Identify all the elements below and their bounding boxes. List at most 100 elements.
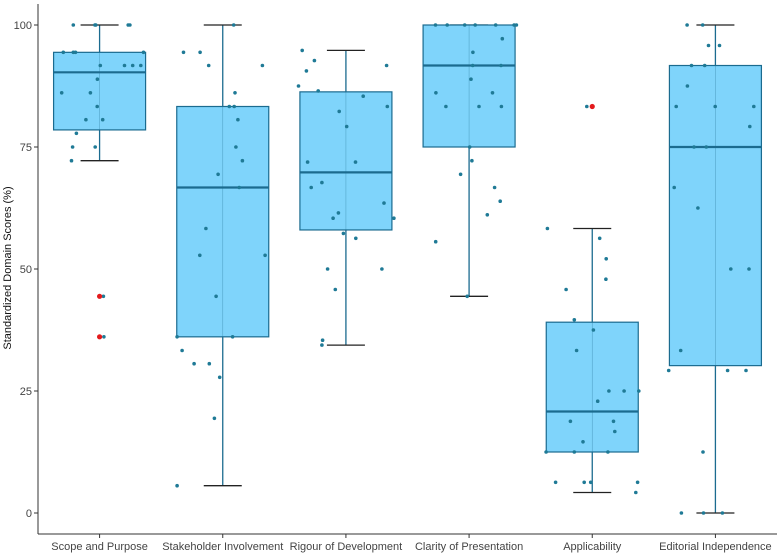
data-point — [94, 23, 98, 27]
data-point — [717, 43, 722, 48]
data-point — [61, 50, 66, 55]
data-point — [234, 145, 238, 149]
data-point — [300, 48, 305, 53]
box-group — [422, 23, 519, 299]
data-point — [637, 389, 641, 393]
data-point — [572, 450, 577, 454]
data-point — [706, 43, 711, 48]
data-point — [175, 483, 179, 488]
data-point — [622, 389, 626, 393]
data-point — [384, 63, 389, 68]
data-point — [470, 63, 475, 68]
box — [176, 105, 270, 338]
data-point — [748, 124, 752, 129]
data-point — [634, 490, 638, 495]
data-point — [477, 104, 481, 109]
data-point — [230, 335, 235, 339]
data-point — [260, 63, 265, 68]
data-point — [354, 236, 358, 241]
box-group — [544, 103, 641, 495]
data-point — [568, 419, 573, 424]
data-point — [500, 36, 505, 41]
data-point — [207, 361, 212, 366]
data-point — [192, 361, 196, 366]
data-point — [588, 480, 593, 485]
x-tick-label: Scope and Purpose — [51, 541, 148, 553]
data-point — [564, 287, 568, 292]
data-point — [604, 257, 608, 261]
data-point — [216, 172, 220, 177]
data-point — [296, 84, 301, 88]
box-group — [52, 23, 147, 340]
data-point — [434, 91, 438, 95]
data-point — [333, 287, 338, 292]
data-point — [544, 450, 548, 454]
box — [422, 24, 516, 148]
data-point — [666, 368, 671, 373]
data-point — [331, 216, 335, 220]
data-point — [102, 335, 106, 339]
outlier-point — [96, 334, 103, 340]
data-point — [704, 145, 709, 149]
data-point — [485, 213, 490, 217]
data-point — [59, 91, 64, 95]
data-point — [233, 91, 237, 95]
data-point — [604, 277, 608, 282]
x-tick-label: Editorial Independence — [659, 541, 772, 553]
data-point — [582, 480, 586, 485]
data-point — [341, 231, 346, 236]
data-point — [74, 131, 79, 136]
outlier-point — [589, 103, 595, 110]
data-point — [611, 419, 616, 424]
data-point — [685, 84, 690, 88]
data-point — [237, 185, 241, 190]
data-point — [713, 104, 717, 109]
box — [545, 321, 639, 453]
data-point — [175, 335, 179, 339]
data-point — [232, 104, 236, 109]
data-point — [458, 172, 463, 177]
data-point — [493, 23, 498, 27]
data-point — [320, 343, 324, 347]
data-point — [309, 185, 314, 190]
data-point — [325, 267, 330, 271]
data-point — [685, 23, 689, 27]
data-point — [361, 94, 366, 98]
x-tick-label: Rigour of Development — [290, 541, 403, 553]
data-point — [492, 185, 497, 190]
data-point — [236, 117, 240, 122]
data-point — [304, 69, 309, 73]
data-point — [93, 145, 97, 149]
y-tick-label: 75 — [20, 142, 32, 154]
box-group — [175, 23, 270, 488]
data-point — [336, 211, 341, 215]
data-point — [499, 63, 503, 68]
data-point — [71, 23, 76, 27]
data-point — [231, 23, 236, 27]
data-point — [613, 429, 617, 434]
data-point — [95, 104, 99, 109]
data-point — [635, 480, 640, 485]
x-tick-label: Clarity of Presentation — [415, 541, 523, 553]
data-point — [607, 389, 611, 393]
data-point — [198, 253, 202, 258]
data-point — [553, 480, 558, 485]
data-point — [744, 368, 748, 373]
box — [52, 51, 147, 131]
data-point — [101, 294, 106, 299]
box-group — [296, 48, 396, 347]
data-point — [581, 440, 585, 444]
data-point — [382, 201, 386, 205]
data-point — [591, 328, 596, 332]
data-point — [95, 77, 100, 81]
data-point — [227, 104, 232, 109]
data-point — [141, 50, 146, 55]
data-point — [512, 23, 516, 27]
data-point — [214, 294, 218, 299]
data-point — [679, 511, 684, 515]
data-point — [470, 158, 474, 163]
data-point — [689, 63, 694, 68]
box — [668, 64, 763, 367]
